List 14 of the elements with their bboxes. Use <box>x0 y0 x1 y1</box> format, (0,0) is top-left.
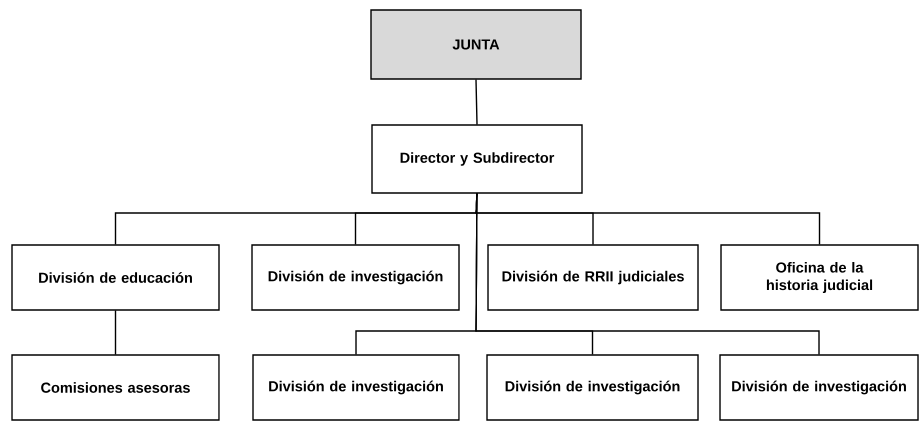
org-box: División de RRII judiciales <box>487 244 699 311</box>
connector-line <box>475 80 478 124</box>
connector-line <box>475 194 820 354</box>
org-box: División de investigación <box>719 354 919 421</box>
org-box: Director y Subdirector <box>371 124 583 194</box>
org-box: División de educación <box>11 244 220 311</box>
connector-line <box>114 310 116 354</box>
org-box: División de investigación <box>251 244 460 311</box>
org-box: División de investigación <box>252 354 460 421</box>
org-box: División de investigación <box>486 354 699 421</box>
org-box: JUNTA <box>370 9 582 80</box>
org-box: Oficina de la historia judicial <box>720 244 919 311</box>
connector-line <box>475 194 820 244</box>
org-box: Comisiones asesoras <box>11 354 220 421</box>
